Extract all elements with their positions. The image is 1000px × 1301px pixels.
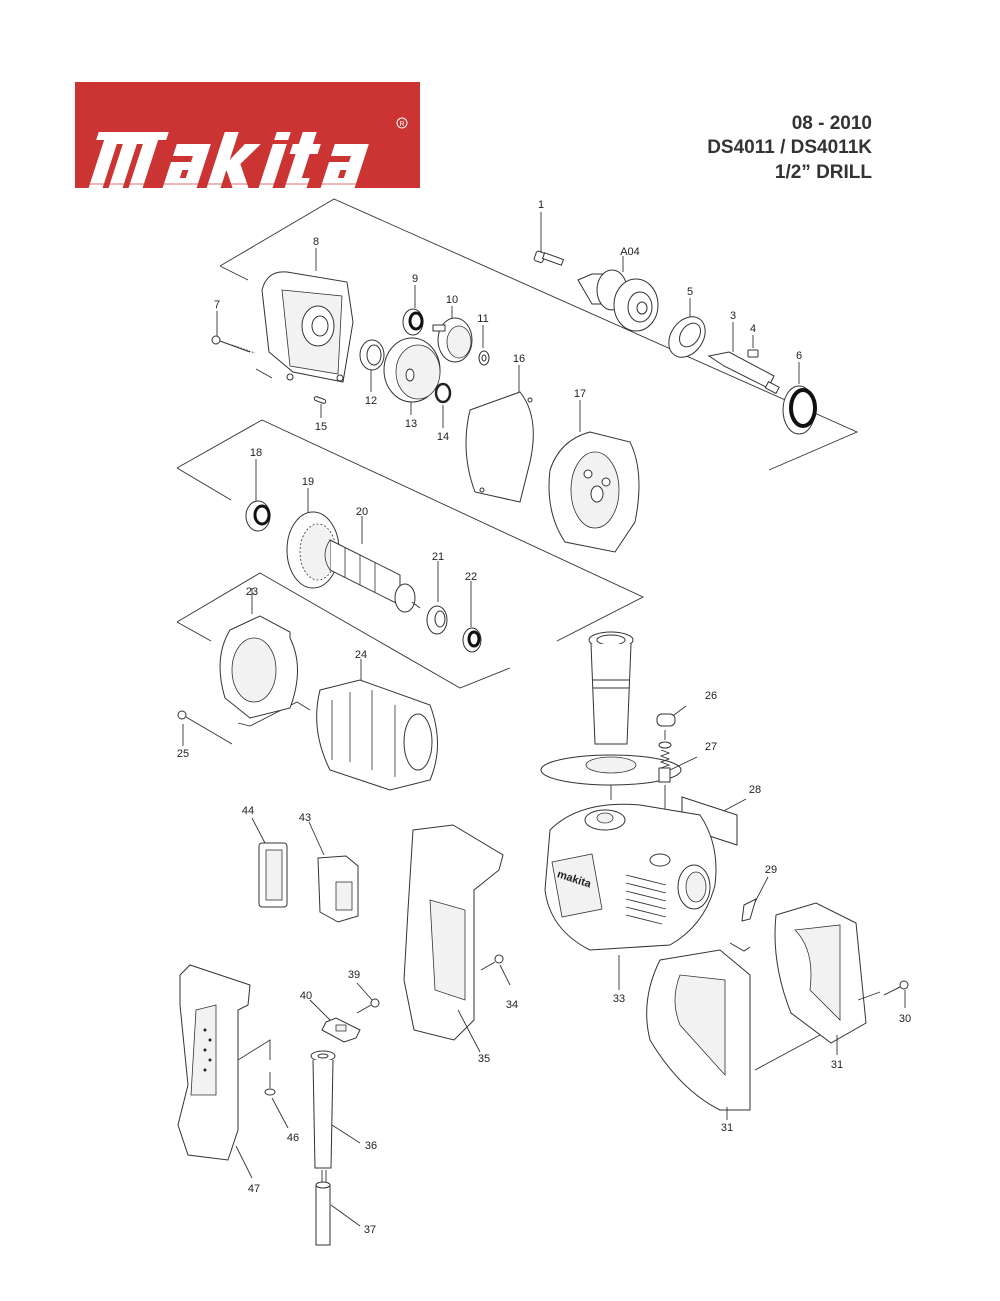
label-part-19: 19	[302, 476, 314, 488]
part-16-gasket	[465, 365, 534, 503]
label-part-1: 1	[538, 199, 544, 211]
part-15-pin	[313, 396, 327, 418]
label-part-31-front: 31	[721, 1122, 733, 1134]
label-part-37: 37	[364, 1224, 376, 1236]
label-part-35: 35	[478, 1053, 490, 1065]
part-21-bearing	[426, 561, 448, 635]
part-23-baffle-plate	[219, 588, 298, 719]
label-part-27: 27	[705, 741, 717, 753]
label-part-44: 44	[242, 805, 254, 817]
product-title: 1/2” DRILL	[774, 162, 872, 183]
part-14-retaining-ring	[434, 382, 452, 428]
part-12-needle-bearing	[359, 339, 385, 392]
label-part-25: 25	[177, 748, 189, 760]
label-part-21: 21	[432, 551, 444, 563]
part-24-field	[316, 659, 438, 791]
logo-speckle	[75, 183, 420, 185]
makita-logo: R	[75, 82, 420, 188]
part-46-screw	[264, 1072, 289, 1129]
label-part-24: 24	[355, 649, 367, 661]
part-1-screw	[533, 212, 565, 266]
label-part-36: 36	[365, 1140, 377, 1152]
part-labels: 1 A04 3 4 5 6 7 8 9 10 11 12 13 14 15 16…	[177, 199, 911, 1236]
part-13-spur-gear	[383, 337, 441, 415]
label-part-18: 18	[250, 447, 262, 459]
part-37-cord	[315, 1170, 361, 1246]
label-part-30: 30	[899, 1013, 911, 1025]
part-35-handle-half	[403, 824, 504, 1053]
label-part-31-rear: 31	[831, 1059, 843, 1071]
label-part-13: 13	[405, 418, 417, 430]
label-part-43: 43	[299, 812, 311, 824]
part-22-ball-bearing	[462, 581, 482, 653]
label-part-4: 4	[750, 323, 756, 335]
part-29-terminal	[729, 876, 769, 952]
label-part-15: 15	[315, 421, 327, 433]
revision-date: 08 - 2010	[791, 113, 872, 134]
part-47-handle-cover	[177, 964, 271, 1179]
part-8-gear-housing	[261, 248, 354, 383]
part-34-screw	[480, 954, 511, 986]
part-44-switch-button	[251, 817, 288, 908]
part-20-armature	[324, 516, 421, 613]
side-handle	[540, 631, 682, 800]
label-part-6: 6	[796, 350, 802, 362]
logo-wordmark	[88, 132, 369, 188]
label-part-3: 3	[730, 310, 736, 322]
part-5-ring-nut	[668, 298, 706, 358]
label-part-20: 20	[356, 506, 368, 518]
label-part-47: 47	[248, 1183, 260, 1195]
part-31-handle-rear	[754, 902, 881, 1071]
label-part-23: 23	[246, 586, 258, 598]
part-39-screw	[356, 982, 380, 1014]
label-part-16: 16	[513, 353, 525, 365]
label-part-A04: A04	[620, 246, 640, 258]
label-part-9: 9	[412, 273, 418, 285]
part-27-carbon-brush	[658, 741, 698, 855]
part-4-key	[747, 335, 759, 358]
label-part-39: 39	[348, 969, 360, 981]
group-outline-gear-section	[219, 198, 859, 471]
part-40-cord-clamp	[309, 999, 361, 1043]
label-part-10: 10	[446, 294, 458, 306]
part-6-ball-bearing	[782, 362, 817, 435]
part-26-brush-holder-cap	[656, 705, 687, 740]
part-17-bearing-box	[548, 400, 640, 553]
part-3-spindle	[707, 322, 780, 395]
part-19-fan	[286, 488, 340, 589]
model-number: DS4011 / DS4011K	[707, 137, 872, 158]
label-part-17: 17	[574, 388, 586, 400]
part-11-flat-washer	[478, 325, 490, 366]
part-36-strain-relief	[310, 1050, 361, 1169]
part-33-motor-housing: makita	[544, 803, 717, 990]
label-part-22: 22	[465, 571, 477, 583]
part-18-ball-bearing	[245, 459, 271, 532]
group-outline-field-section	[176, 572, 511, 727]
label-part-8: 8	[313, 236, 319, 248]
group-outline-armature-section	[176, 419, 645, 642]
label-part-7: 7	[214, 299, 220, 311]
label-part-34: 34	[506, 999, 518, 1011]
label-part-28: 28	[749, 784, 761, 796]
label-part-40: 40	[300, 990, 312, 1002]
label-part-26: 26	[705, 690, 717, 702]
registered-mark: R	[399, 121, 404, 128]
part-9-ball-bearing	[402, 285, 424, 336]
label-part-12: 12	[365, 395, 377, 407]
label-part-46: 46	[287, 1132, 299, 1144]
part-7-screw	[211, 311, 256, 354]
part-10-spur-gear	[432, 306, 473, 363]
part-A04-keyless-chuck	[577, 256, 659, 332]
label-part-11: 11	[477, 313, 488, 325]
part-31-handle-front	[646, 949, 751, 1120]
part-43-switch	[308, 821, 359, 923]
label-part-5: 5	[687, 286, 693, 298]
label-part-29: 29	[765, 864, 777, 876]
label-part-14: 14	[437, 431, 449, 443]
label-part-33: 33	[613, 993, 625, 1005]
part-25-screw	[177, 710, 233, 746]
part-30-screw	[883, 980, 909, 1008]
registered-mark-circle	[396, 117, 408, 129]
